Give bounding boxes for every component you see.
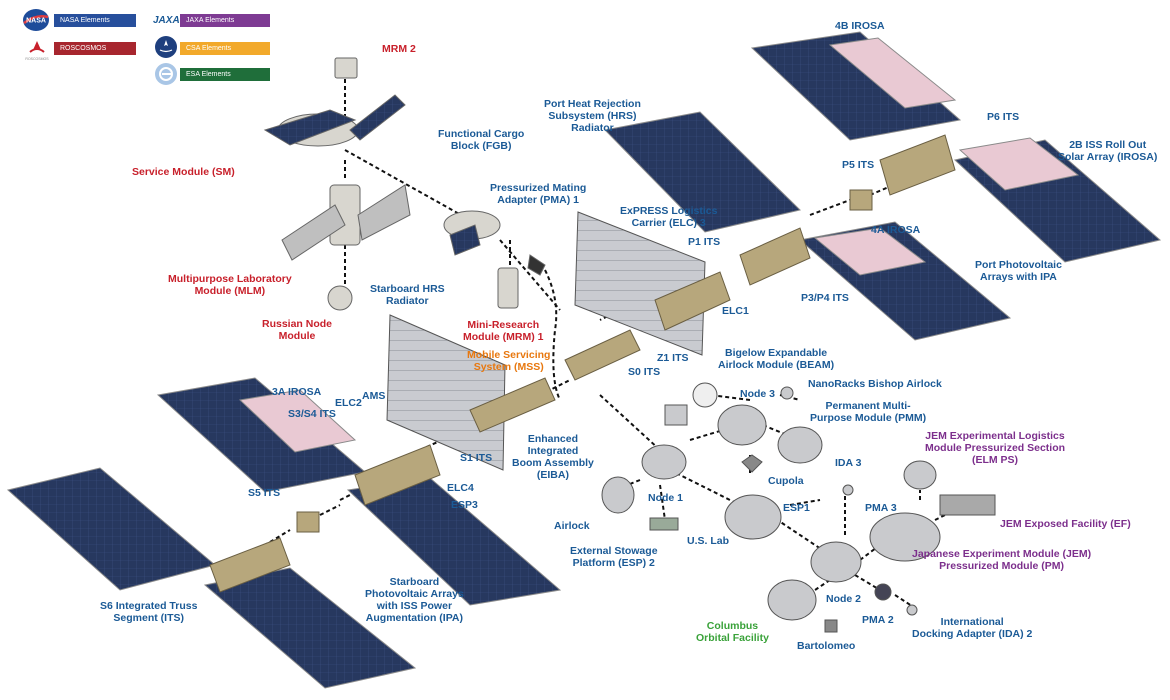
label-elc3: ExPRESS Logistics Carrier (ELC) 3: [620, 205, 718, 229]
label-us-lab: U.S. Lab: [687, 535, 730, 547]
label-starboard-hrs: Starboard HRS Radiator: [370, 283, 445, 307]
label-node3: Node 3: [740, 388, 776, 400]
jaxa-logo-icon: JAXA: [152, 12, 180, 31]
legend-esa: ESA Elements: [180, 67, 270, 82]
esa-logo-icon: [154, 62, 178, 91]
legend-csa-label: CSA Elements: [180, 42, 270, 55]
legend-roscosmos: ROSCOSMOS Elements: [54, 41, 136, 65]
port-hrs-radiator: [574, 211, 706, 356]
label-russian-node: Russian Node Module: [262, 318, 333, 342]
label-4a-irosa: 4A IROSA: [871, 224, 921, 236]
label-mss: Mobile Servicing System (MSS): [467, 349, 551, 373]
label-pmm: Permanent Multi- Purpose Module (PMM): [810, 400, 927, 424]
svg-text:ROSCOSMOS: ROSCOSMOS: [25, 57, 49, 61]
label-elc1: ELC1: [722, 305, 749, 317]
legend-roscosmos-label: ROSCOSMOS Elements: [54, 42, 136, 65]
label-mrm2: MRM 2: [382, 43, 416, 55]
csa-logo-icon: [154, 35, 178, 64]
truss-segments: [209, 134, 956, 593]
label-elc2: ELC2: [335, 397, 362, 409]
label-2b-irosa: 2B ISS Roll Out Solar Array (IROSA): [1058, 139, 1158, 163]
label-z1: Z1 ITS: [657, 352, 689, 364]
label-mrm1: Mini-Research Module (MRM) 1: [463, 319, 544, 343]
label-node1: Node 1: [648, 492, 684, 504]
label-pma2: PMA 2: [862, 614, 894, 626]
label-p3p4: P3/P4 ITS: [801, 292, 849, 304]
label-mlm: Multipurpose Laboratory Module (MLM): [168, 273, 292, 297]
legend-nasa: NASA Elements: [54, 13, 136, 28]
label-fgb: Functional Cargo Block (FGB): [438, 128, 525, 152]
roscosmos-logo-icon: ROSCOSMOS: [24, 38, 50, 69]
label-beam: Bigelow Expandable Airlock Module (BEAM): [718, 347, 835, 371]
label-columbus: Columbus Orbital Facility: [696, 620, 769, 644]
label-esp3: ESP3: [451, 499, 478, 511]
label-s5: S5 ITS: [248, 487, 281, 499]
label-starboard-pv: Starboard Photovoltaic Arrays with ISS P…: [365, 576, 464, 624]
label-elm-ps: JEM Experimental Logistics Module Pressu…: [925, 430, 1066, 466]
label-s1: S1 ITS: [460, 452, 493, 464]
label-port-hrs: Port Heat Rejection Subsystem (HRS) Radi…: [544, 98, 641, 134]
label-bartolomeo: Bartolomeo: [797, 640, 856, 652]
connection-lines: [239, 72, 966, 609]
svg-text:JAXA: JAXA: [153, 15, 180, 26]
legend-esa-label: ESA Elements: [180, 68, 270, 81]
label-eiba: Enhanced Integrated Boom Assembly (EIBA): [512, 433, 594, 481]
label-esp1: ESP1: [783, 502, 810, 514]
legend-nasa-label: NASA Elements: [54, 14, 136, 27]
label-3a-irosa: 3A IROSA: [272, 386, 322, 398]
label-s0: S0 ITS: [628, 366, 661, 378]
us-international-modules: [601, 382, 996, 633]
svg-text:NASA: NASA: [26, 18, 46, 25]
label-jem-ef: JEM Exposed Facility (EF): [1000, 518, 1131, 530]
label-s3s4: S3/S4 ITS: [288, 408, 336, 420]
label-service-module: Service Module (SM): [132, 166, 235, 178]
label-p6: P6 ITS: [987, 111, 1020, 123]
starboard-hrs-radiator: [386, 314, 506, 471]
label-pma1: Pressurized Mating Adapter (PMA) 1: [490, 182, 587, 206]
label-nanoracks: NanoRacks Bishop Airlock: [808, 378, 942, 390]
legend-jaxa-label: JAXA Elements: [180, 14, 270, 27]
label-ams: AMS: [362, 390, 386, 402]
label-airlock: Airlock: [554, 520, 590, 532]
label-jem-pm: Japanese Experiment Module (JEM) Pressur…: [912, 548, 1092, 572]
label-elc4: ELC4: [447, 482, 474, 494]
legend-jaxa: JAXA Elements: [180, 13, 270, 28]
label-s6: S6 Integrated Truss Segment (ITS): [100, 600, 198, 624]
label-node2: Node 2: [826, 593, 862, 605]
russian-solar-panels: [263, 94, 481, 261]
label-p5: P5 ITS: [842, 159, 875, 171]
label-ida2: International Docking Adapter (IDA) 2: [912, 616, 1033, 640]
port-solar-arrays: [603, 31, 1162, 341]
label-pma3: PMA 3: [865, 502, 897, 514]
legend-csa: CSA Elements: [180, 41, 270, 56]
label-port-pv: Port Photovoltaic Arrays with IPA: [975, 259, 1062, 283]
nasa-logo-icon: NASA: [22, 8, 50, 37]
label-ida3: IDA 3: [835, 457, 862, 469]
starboard-solar-arrays: [6, 377, 562, 689]
label-cupola: Cupola: [768, 475, 804, 487]
label-4b-irosa: 4B IROSA: [835, 20, 885, 32]
label-esp2: External Stowage Platform (ESP) 2: [570, 545, 658, 569]
label-p1: P1 ITS: [688, 236, 721, 248]
